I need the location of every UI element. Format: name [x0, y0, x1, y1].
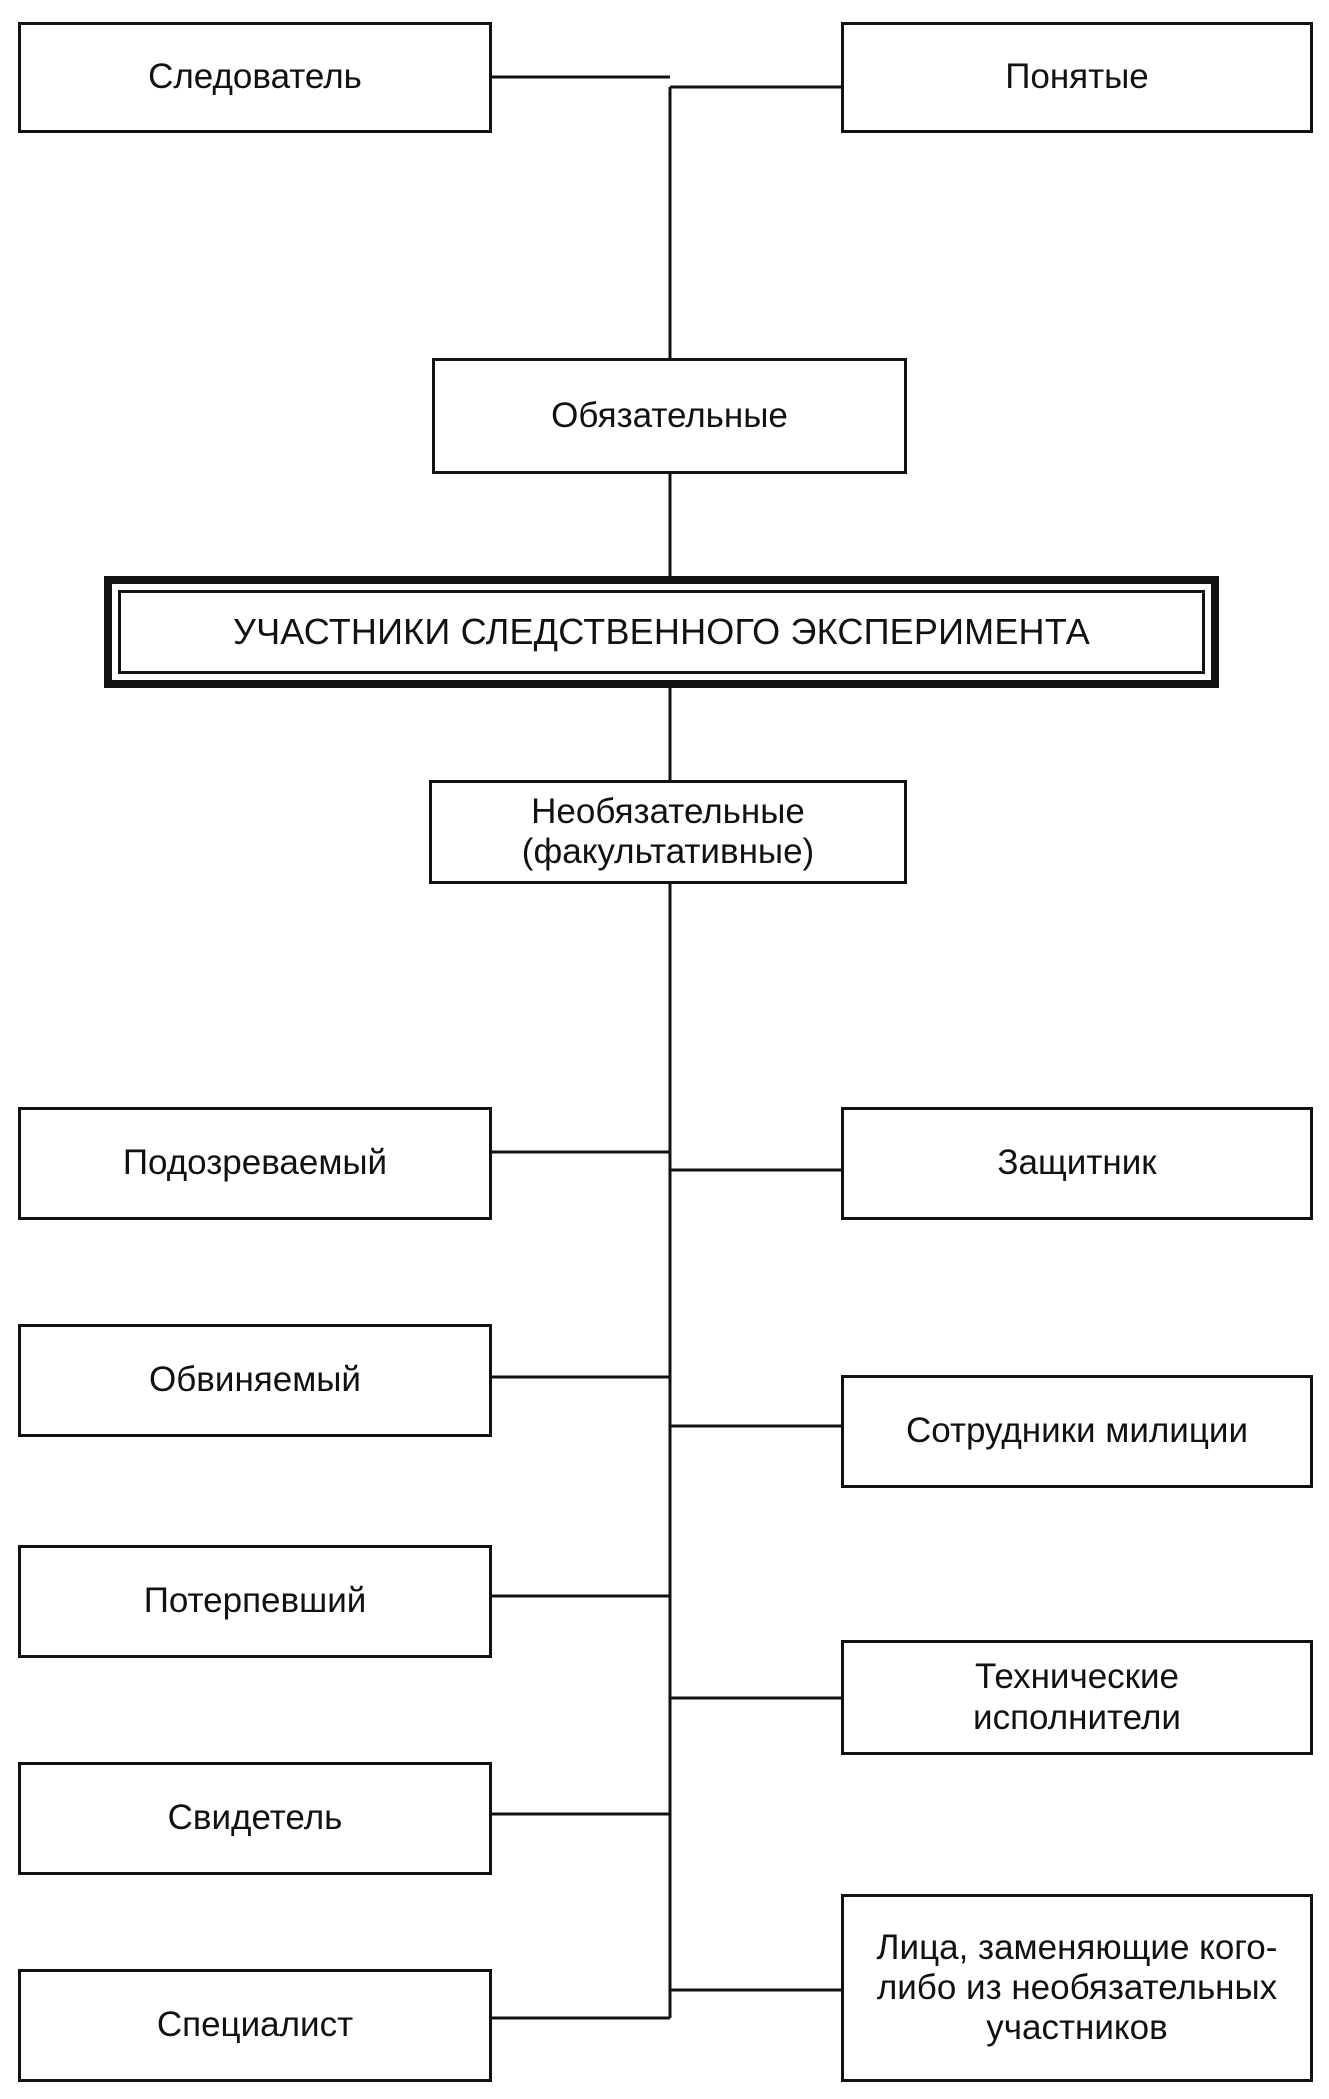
box-sledovatel: Следователь	[18, 22, 492, 133]
box-ponyatye: Понятые	[841, 22, 1313, 133]
box-sledovatel-label: Следователь	[148, 57, 362, 97]
box-left-1: Подозреваемый	[18, 1107, 492, 1220]
box-left-3: Потерпевший	[18, 1545, 492, 1658]
box-mandatory: Обязательные	[432, 358, 907, 474]
box-left-4-label: Свидетель	[167, 1798, 343, 1838]
box-right-1: Защитник	[841, 1107, 1313, 1220]
diagram-title: УЧАСТНИКИ СЛЕДСТВЕННОГО ЭКСПЕРИМЕНТА	[118, 590, 1205, 674]
box-right-4: Лица, заменяющие кого- либо из необязате…	[841, 1894, 1313, 2082]
box-optional-label: Необязательные (факультативные)	[521, 791, 815, 871]
box-right-1-label: Защитник	[997, 1143, 1157, 1183]
box-right-3-label: Технические исполнители	[973, 1657, 1181, 1737]
box-right-3: Технические исполнители	[841, 1640, 1313, 1755]
diagram-title-box: УЧАСТНИКИ СЛЕДСТВЕННОГО ЭКСПЕРИМЕНТА	[104, 576, 1219, 688]
box-right-2: Сотрудники милиции	[841, 1375, 1313, 1488]
box-left-1-label: Подозреваемый	[122, 1143, 388, 1183]
box-left-5-label: Специалист	[156, 2005, 354, 2045]
box-right-4-label: Лица, заменяющие кого- либо из необязате…	[876, 1927, 1278, 2048]
box-left-2-label: Обвиняемый	[149, 1360, 361, 1400]
box-ponyatye-label: Понятые	[1005, 57, 1149, 97]
box-left-4: Свидетель	[18, 1762, 492, 1875]
box-left-2: Обвиняемый	[18, 1324, 492, 1437]
box-optional: Необязательные (факультативные)	[429, 780, 907, 884]
box-left-5: Специалист	[18, 1969, 492, 2082]
box-mandatory-label: Обязательные	[551, 395, 788, 435]
box-right-2-label: Сотрудники милиции	[905, 1411, 1249, 1451]
box-left-3-label: Потерпевший	[143, 1581, 367, 1621]
